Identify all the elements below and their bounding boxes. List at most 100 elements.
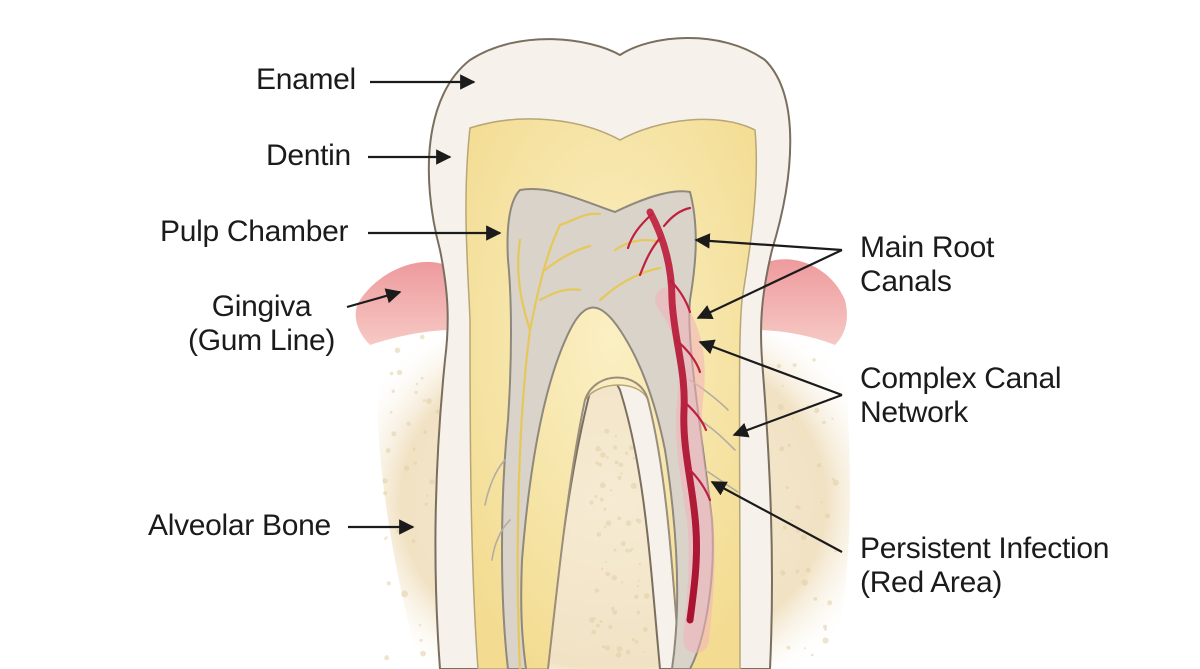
bone-pore bbox=[599, 497, 604, 502]
bone-pore bbox=[601, 567, 604, 571]
bone-pore bbox=[820, 501, 823, 504]
bone-pore bbox=[420, 376, 424, 380]
label-enamel: Enamel bbox=[256, 63, 356, 96]
label-persistent-infection: Persistent Infection (Red Area) bbox=[860, 532, 1110, 599]
bone-pore bbox=[824, 627, 827, 631]
bone-pore bbox=[628, 445, 634, 451]
gingiva-left-shape bbox=[355, 261, 452, 345]
root-inner-outline bbox=[547, 376, 681, 669]
bone-pore bbox=[423, 430, 428, 435]
bone-pore bbox=[386, 581, 391, 586]
bone-pore bbox=[630, 482, 637, 489]
bone-pore bbox=[776, 363, 782, 369]
bone-pore bbox=[385, 536, 388, 539]
bone-pore bbox=[384, 655, 390, 661]
label-alveolar-bone: Alveolar Bone bbox=[148, 509, 331, 542]
bone-pore bbox=[429, 479, 435, 485]
bone-pore bbox=[589, 500, 594, 505]
bone-pore bbox=[785, 486, 789, 490]
bone-pore bbox=[415, 382, 419, 386]
label-main-root-canals: Main Root Canals bbox=[860, 231, 995, 298]
bone-pore bbox=[419, 334, 425, 340]
bone-pore bbox=[594, 494, 598, 498]
bone-pore bbox=[823, 624, 827, 629]
bone-pore bbox=[831, 417, 834, 420]
bone-pore bbox=[814, 407, 820, 414]
bone-pore bbox=[832, 479, 839, 486]
bone-pore bbox=[790, 519, 793, 522]
bone-pore bbox=[595, 446, 601, 452]
bone-pore bbox=[591, 629, 596, 635]
bone-pore bbox=[787, 443, 791, 447]
bone-pore bbox=[424, 502, 428, 506]
bone-pore bbox=[811, 653, 814, 657]
bone-pore bbox=[406, 421, 411, 426]
label-pulp-chamber: Pulp Chamber bbox=[160, 215, 349, 248]
bone-pore bbox=[396, 369, 403, 376]
bone-pore bbox=[822, 420, 826, 425]
bone-pore bbox=[786, 645, 791, 650]
label-gingiva: Gingiva (Gum Line) bbox=[188, 290, 336, 357]
bone-pore bbox=[595, 461, 599, 465]
bone-pore bbox=[634, 640, 639, 644]
bone-pore bbox=[391, 431, 397, 437]
bone-pore bbox=[612, 445, 618, 450]
bone-pore bbox=[418, 624, 422, 627]
bone-pore bbox=[614, 434, 617, 438]
bone-pore bbox=[631, 638, 635, 642]
arrow-complex-canal-1 bbox=[698, 339, 843, 397]
bone-pore bbox=[419, 638, 423, 642]
bone-pore bbox=[805, 567, 811, 573]
nerve-branches bbox=[516, 212, 662, 669]
bone-pore bbox=[637, 519, 642, 524]
bone-pore bbox=[605, 645, 610, 651]
bone-pore bbox=[382, 478, 388, 484]
bone-pore bbox=[596, 532, 602, 537]
bone-pore bbox=[636, 585, 639, 588]
bone-pore bbox=[601, 645, 606, 649]
bone-pore bbox=[625, 548, 630, 553]
bone-pore bbox=[625, 649, 631, 655]
bone-pore bbox=[782, 525, 787, 530]
bone-pore bbox=[643, 650, 646, 653]
arrow-gingiva bbox=[346, 288, 402, 309]
bone-pore bbox=[389, 371, 394, 376]
bone-pore bbox=[642, 626, 648, 633]
label-dentin: Dentin bbox=[266, 139, 351, 172]
bone-pore bbox=[614, 460, 619, 465]
bone-pore bbox=[616, 646, 623, 652]
bone-pore bbox=[638, 579, 640, 582]
bone-pore bbox=[599, 482, 606, 489]
bone-pore bbox=[603, 507, 607, 511]
bone-pore bbox=[606, 456, 609, 459]
bone-pore bbox=[792, 363, 797, 368]
bone-pore bbox=[636, 610, 641, 615]
bone-pore bbox=[631, 547, 634, 550]
bone-pore bbox=[604, 428, 610, 434]
bone-pore bbox=[396, 529, 401, 534]
bone-pore bbox=[426, 398, 432, 404]
arrow-persistent-infection bbox=[710, 481, 843, 553]
bone-pore bbox=[383, 491, 388, 496]
bone-pore bbox=[812, 358, 816, 362]
bone-pore bbox=[426, 494, 429, 497]
bone-pore bbox=[633, 594, 639, 600]
bone-pore bbox=[389, 410, 393, 414]
bone-pore bbox=[779, 446, 785, 452]
bone-pore bbox=[827, 600, 833, 606]
bone-pore bbox=[605, 520, 612, 526]
arrow-main-root-canals-1 bbox=[694, 233, 843, 252]
bone-pore bbox=[435, 409, 440, 414]
bone-pore bbox=[394, 347, 401, 354]
label-complex-canal-network: Complex Canal Network bbox=[860, 362, 1062, 429]
bone-pore bbox=[816, 463, 822, 468]
bone-pore bbox=[629, 549, 633, 552]
bone-pore bbox=[625, 520, 632, 526]
bone-pore bbox=[413, 461, 417, 465]
bone-pore bbox=[615, 652, 622, 658]
bone-pore bbox=[797, 506, 801, 510]
bone-pore bbox=[638, 563, 641, 566]
bone-pore bbox=[600, 452, 606, 458]
